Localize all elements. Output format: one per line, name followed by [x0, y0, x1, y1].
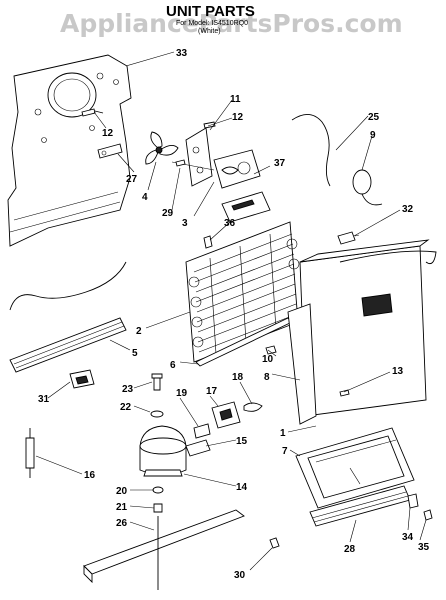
leader-lines: [35, 51, 427, 571]
compressor: [139, 425, 211, 477]
callout-9: 9: [370, 130, 376, 141]
fan-motor-bracket: [185, 127, 213, 187]
callout-4: 4: [142, 192, 148, 203]
drain-pan: [295, 427, 415, 509]
washer-22: [150, 410, 164, 418]
motor-mount-plate: [221, 191, 271, 223]
clip-10: [265, 345, 277, 355]
fitting-32: [337, 231, 360, 245]
callout-21: 21: [116, 502, 128, 513]
screw-29: [175, 159, 186, 167]
bulkhead-panel: [7, 54, 132, 247]
sleeve-21: [153, 503, 163, 513]
watermark: AppliancePartsPros.com: [60, 9, 403, 38]
thermostat: [352, 169, 383, 206]
bolt-23: [151, 373, 163, 391]
fan-blade: [145, 131, 179, 165]
callout-6: 6: [170, 360, 176, 371]
page-title: UNIT PARTS: [166, 3, 255, 20]
callout-33: 33: [176, 48, 188, 59]
pan-heater: [309, 485, 411, 527]
callout-10: 10: [262, 354, 274, 365]
callout-27: 27: [126, 174, 138, 185]
callout-35: 35: [418, 542, 430, 553]
clip-34: [407, 493, 419, 509]
screw-36: [203, 235, 213, 249]
callout-36: 36: [224, 218, 236, 229]
callout-23: 23: [122, 384, 134, 395]
drain-tube: [291, 114, 331, 187]
callout-1: 1: [280, 428, 286, 439]
callout-25: 25: [368, 112, 380, 123]
callout-34: 34: [402, 532, 414, 543]
callout-5: 5: [132, 348, 138, 359]
callout-28: 28: [344, 544, 356, 555]
callout-8: 8: [264, 372, 270, 383]
callout-22: 22: [120, 402, 132, 413]
callout-16: 16: [84, 470, 96, 481]
callout-7: 7: [282, 446, 288, 457]
callout-20: 20: [116, 486, 128, 497]
switch-31: [69, 369, 95, 389]
callout-29: 29: [162, 208, 174, 219]
callout-12-right: 12: [232, 112, 244, 123]
screw-30: [269, 537, 280, 549]
callout-3: 3: [182, 218, 188, 229]
clip-18: [243, 402, 263, 412]
callout-11: 11: [230, 94, 241, 105]
screw-13: [339, 389, 350, 397]
dryer-16: [25, 428, 35, 478]
subtitle-model: For Model: IS4510RQ0: [176, 20, 248, 27]
callout-37: 37: [274, 158, 286, 169]
callout-31: 31: [38, 394, 50, 405]
callout-12-left: 12: [102, 128, 114, 139]
overload-19: [193, 423, 211, 439]
heater-element: [9, 261, 127, 373]
callout-19: 19: [176, 388, 188, 399]
base-rail-26: [83, 509, 245, 590]
subtitle-color: (White): [198, 28, 221, 35]
callout-26: 26: [116, 518, 128, 529]
callout-13: 13: [392, 366, 404, 377]
callout-30: 30: [234, 570, 246, 581]
fan-motor: [171, 149, 261, 189]
callout-32: 32: [402, 204, 414, 215]
callout-2: 2: [136, 326, 142, 337]
callout-18: 18: [232, 372, 244, 383]
screw-35: [423, 509, 433, 521]
evaporator-assembly: [287, 239, 437, 425]
callout-labels: 33 11 12 12 27 4 29 3 37 25 9 32 36 2 5 …: [38, 48, 430, 581]
relay-17: [211, 401, 241, 429]
callout-14: 14: [236, 482, 248, 493]
callout-17: 17: [206, 386, 218, 397]
callout-15: 15: [236, 436, 248, 447]
bracket-27: [97, 143, 123, 159]
grommet-20: [152, 486, 164, 494]
